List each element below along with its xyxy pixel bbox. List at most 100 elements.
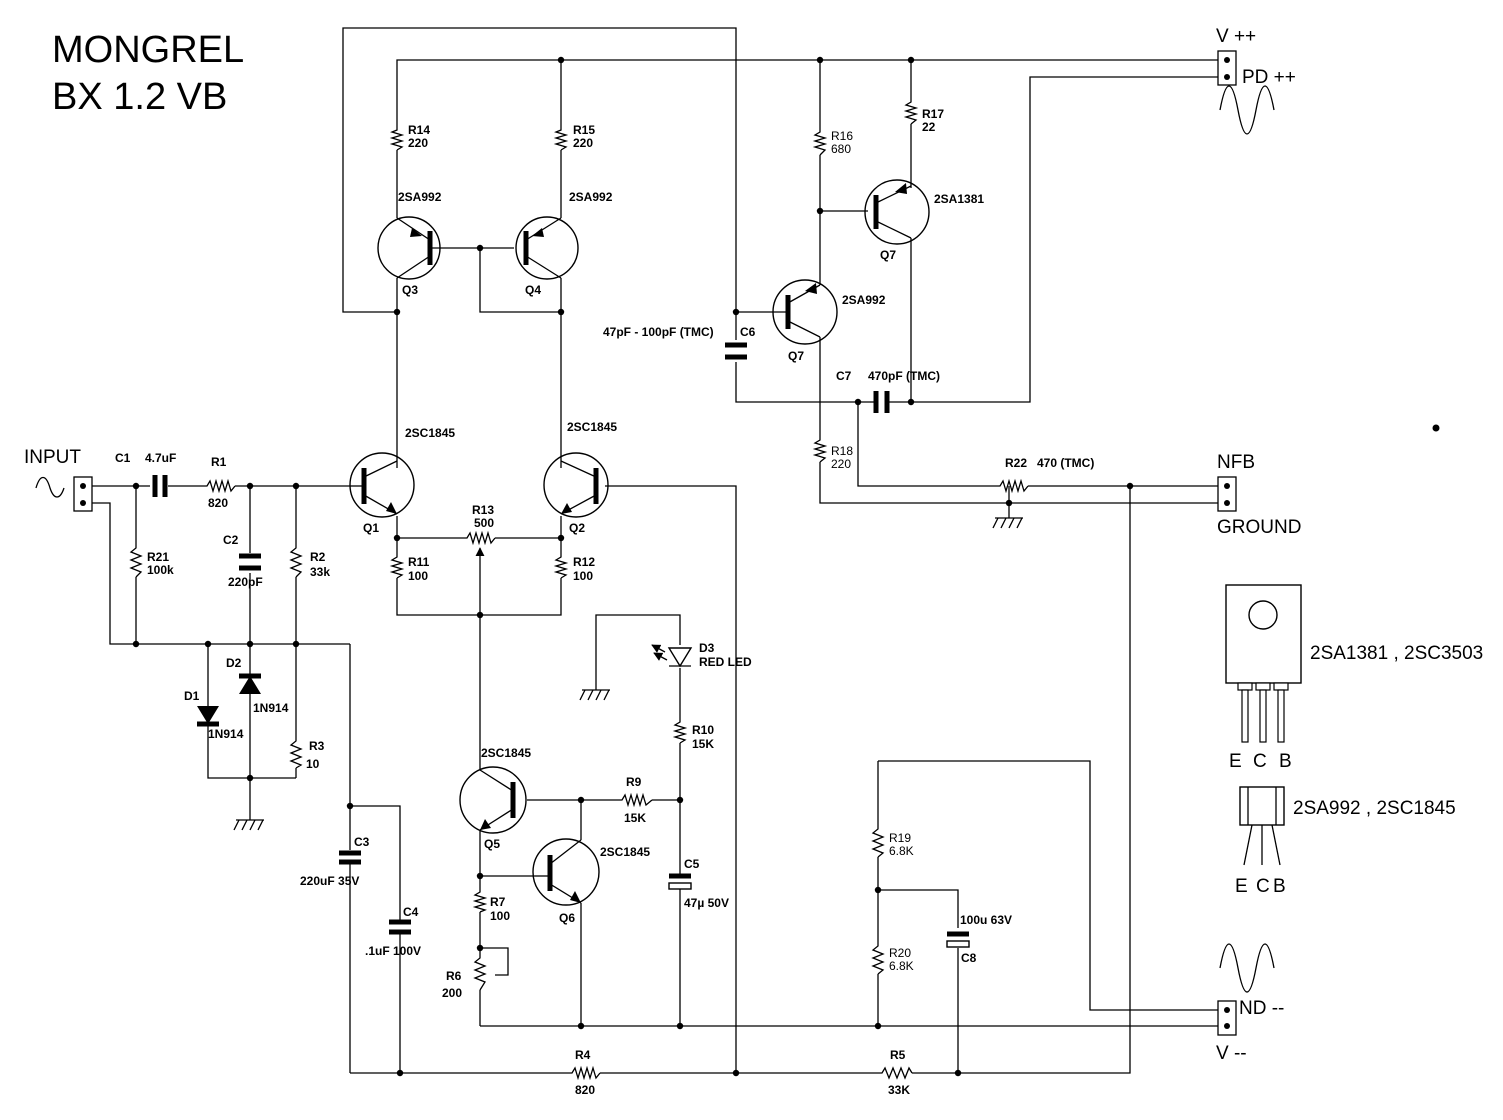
q5-type: 2SC1845 bbox=[481, 746, 531, 760]
r17-value: 22 bbox=[922, 120, 936, 134]
connector-input: INPUT bbox=[24, 447, 93, 512]
c8-value: 100u 63V bbox=[960, 913, 1012, 927]
resistor-r5: R5 33K bbox=[880, 1048, 913, 1097]
input-signal-icon bbox=[35, 476, 65, 498]
nfb-label: NFB bbox=[1217, 452, 1255, 473]
resistor-r2: R2 33k bbox=[289, 545, 330, 579]
q5-ref: Q5 bbox=[484, 837, 500, 851]
transistor-q5: 2SC1845 Q5 bbox=[459, 746, 531, 851]
c6-ref: C6 bbox=[740, 325, 756, 339]
c5-ref: C5 bbox=[684, 857, 700, 871]
title-line-2: BX 1.2 VB bbox=[52, 76, 227, 118]
c7-value: 470pF (TMC) bbox=[868, 369, 940, 383]
r10-value: 15K bbox=[692, 737, 714, 751]
wires bbox=[92, 27, 1218, 1074]
r4-ref: R4 bbox=[575, 1048, 591, 1062]
transistor-q3: 2SA992 Q3 bbox=[377, 190, 442, 297]
q4-type: 2SA992 bbox=[569, 190, 613, 204]
r2-value: 33k bbox=[310, 565, 330, 579]
resistor-r20: R20 6.8K bbox=[871, 943, 914, 975]
r6-value: 200 bbox=[442, 986, 462, 1000]
q3-type: 2SA992 bbox=[398, 190, 442, 204]
d3-value: RED LED bbox=[699, 655, 752, 669]
ground-symbol-diodes bbox=[233, 819, 264, 831]
c2-ref: C2 bbox=[223, 533, 239, 547]
c6-value-left: 47pF - 100pF (TMC) bbox=[603, 325, 714, 339]
r12-ref: R12 bbox=[573, 555, 595, 569]
r7-value: 100 bbox=[490, 909, 510, 923]
d2-value: 1N914 bbox=[253, 701, 289, 715]
r6-ref: R6 bbox=[446, 969, 462, 983]
connector-power-negative: ND -- V -- bbox=[1216, 943, 1284, 1064]
d1-value: 1N914 bbox=[208, 727, 244, 741]
c4-value: .1uF 100V bbox=[365, 944, 421, 958]
title-line-1: MONGREL bbox=[52, 29, 244, 71]
r9-value: 15K bbox=[624, 811, 646, 825]
connector-power-positive: V ++ PD ++ bbox=[1216, 26, 1296, 135]
r11-ref: R11 bbox=[408, 555, 430, 569]
to126-pin-b: B bbox=[1279, 751, 1292, 772]
to92-pin-b: B bbox=[1273, 876, 1286, 897]
q2-type: 2SC1845 bbox=[567, 420, 617, 434]
r14-value: 220 bbox=[408, 136, 428, 150]
capacitor-c6: C6 47pF - 100pF (TMC) bbox=[603, 325, 756, 360]
diode-d1: D1 1N914 bbox=[184, 689, 244, 741]
to92-pin-e: E bbox=[1235, 876, 1248, 897]
to92-pin-c: C bbox=[1256, 876, 1270, 897]
transistor-q7-2sa992: 2SA992 Q7 bbox=[772, 279, 886, 363]
transistor-q7-2sa1381: 2SA1381 Q7 bbox=[864, 179, 984, 262]
transistor-q4: 2SA992 Q4 bbox=[515, 190, 613, 297]
r16-value: 680 bbox=[831, 142, 851, 156]
r20-ref: R20 bbox=[889, 946, 911, 960]
resistor-r17: R17 22 bbox=[903, 100, 944, 134]
capacitor-c1: C1 4.7uF bbox=[115, 451, 176, 497]
r9-ref: R9 bbox=[626, 775, 642, 789]
resistor-r15: R15 220 bbox=[553, 123, 595, 151]
resistor-r4: R4 820 bbox=[570, 1048, 601, 1097]
q6-type: 2SC1845 bbox=[600, 845, 650, 859]
r21-value: 100k bbox=[147, 563, 174, 577]
resistor-r22: R22 470 (TMC) bbox=[998, 456, 1094, 494]
r22-value: 470 (TMC) bbox=[1037, 456, 1094, 470]
resistor-r1: R1 820 bbox=[205, 455, 236, 510]
q7a-type: 2SA992 bbox=[842, 293, 886, 307]
q7a-ref: Q7 bbox=[788, 349, 804, 363]
capacitor-c3: C3 220uF 35V bbox=[300, 835, 370, 888]
r11-value: 100 bbox=[408, 569, 428, 583]
package-to126: 2SA1381 , 2SC3503 E C B bbox=[1225, 584, 1483, 772]
d3-ref: D3 bbox=[699, 641, 715, 655]
c4-ref: C4 bbox=[403, 905, 419, 919]
resistor-r3: R3 10 bbox=[289, 738, 325, 771]
transistor-q1: 2SC1845 Q1 bbox=[349, 426, 455, 535]
capacitor-c2: C2 220pF bbox=[223, 533, 263, 589]
resistor-r9: R9 15K bbox=[620, 775, 653, 825]
r15-value: 220 bbox=[573, 136, 593, 150]
r20-value: 6.8K bbox=[889, 959, 914, 973]
junctions bbox=[132, 56, 1440, 1077]
vpos-label: V ++ bbox=[1216, 26, 1256, 47]
r7-ref: R7 bbox=[490, 895, 506, 909]
to92-types: 2SA992 , 2SC1845 bbox=[1293, 798, 1456, 819]
r1-value: 820 bbox=[208, 496, 228, 510]
to126-types: 2SA1381 , 2SC3503 bbox=[1310, 643, 1483, 664]
resistor-r10: R10 15K bbox=[672, 720, 714, 751]
q3-ref: Q3 bbox=[402, 283, 418, 297]
r15-ref: R15 bbox=[573, 123, 595, 137]
r18-value: 220 bbox=[831, 457, 851, 471]
r10-ref: R10 bbox=[692, 723, 714, 737]
r21-ref: R21 bbox=[147, 550, 169, 564]
transistor-q6: 2SC1845 Q6 bbox=[532, 838, 650, 925]
q6-ref: Q6 bbox=[559, 911, 575, 925]
d1-ref: D1 bbox=[184, 689, 200, 703]
capacitor-c8: 100u 63V C8 bbox=[946, 913, 1012, 965]
r16-ref: R16 bbox=[831, 129, 853, 143]
pd-signal-icon bbox=[1219, 85, 1275, 135]
r14-ref: R14 bbox=[408, 123, 430, 137]
c2-value: 220pF bbox=[228, 575, 263, 589]
r19-ref: R19 bbox=[889, 831, 911, 845]
resistor-r19: R19 6.8K bbox=[871, 826, 914, 858]
resistor-r21: R21 100k bbox=[129, 545, 174, 578]
r3-value: 10 bbox=[306, 757, 320, 771]
resistor-r12: R12 100 bbox=[553, 555, 595, 583]
to126-pin-c: C bbox=[1253, 751, 1267, 772]
